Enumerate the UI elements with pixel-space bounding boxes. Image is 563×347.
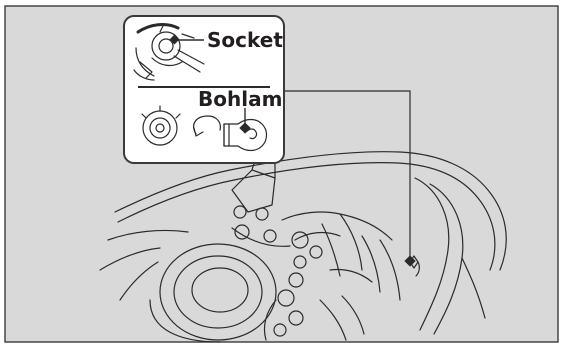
socket-label: Socket (207, 28, 283, 52)
bulb-label: Bohlam (198, 87, 282, 111)
